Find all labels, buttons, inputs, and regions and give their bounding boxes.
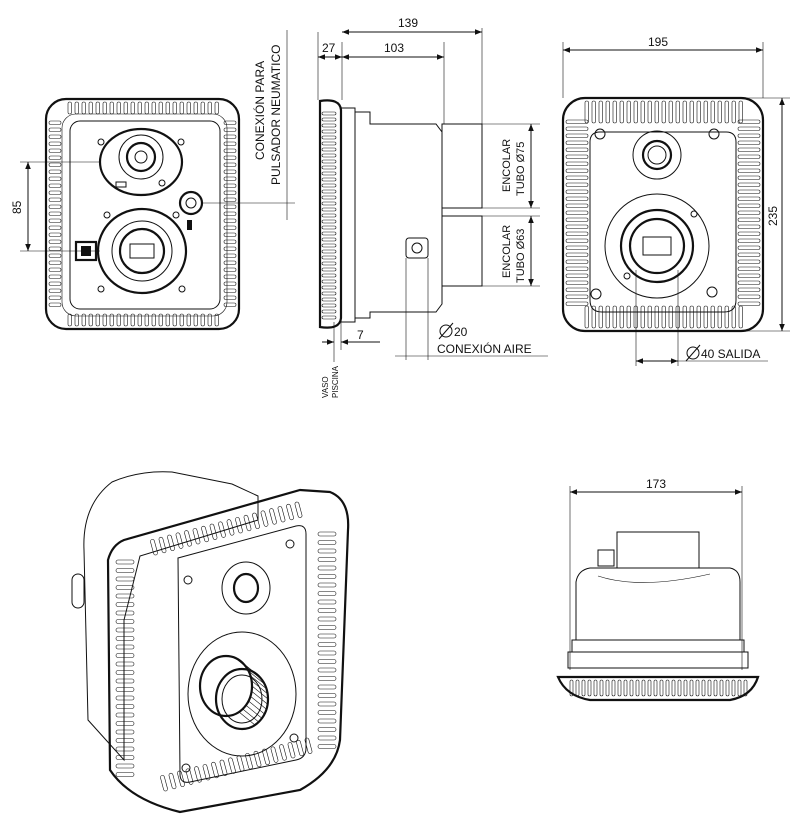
back-outlet	[619, 208, 695, 284]
lower-jet-slot	[129, 243, 155, 259]
dim-side-wall: 7	[357, 328, 364, 342]
air-diameter-symbol	[439, 324, 453, 338]
dim-bottom-width: 173	[646, 477, 666, 491]
air-connector	[178, 190, 204, 216]
back-plate	[589, 131, 737, 313]
iso-air-nozzle	[71, 573, 85, 609]
lower-jet-ring	[111, 220, 173, 282]
back-view: 195 235 40 SALIDA	[561, 35, 790, 366]
front-body-outline	[69, 120, 221, 310]
upper-jet-nozzle	[125, 141, 157, 173]
side-pipe-63	[441, 215, 483, 287]
bottom-air-stub	[597, 549, 615, 567]
glue75-line1: ENCOLAR	[501, 139, 513, 192]
front-flange-outer	[44, 97, 241, 331]
pool-label-line1: VASO	[321, 376, 330, 398]
upper-jet-housing	[98, 127, 184, 197]
iso-flange	[106, 488, 350, 814]
pool-label-line2: PISCINA	[331, 365, 340, 398]
glue75-line2: TUBO Ø75	[515, 142, 527, 196]
lower-jet-housing	[96, 207, 188, 295]
upper-jet-ring	[118, 134, 164, 180]
dim-side-flange: 27	[322, 41, 336, 55]
outlet-label: 40 SALIDA	[701, 347, 760, 361]
side-pipe-75	[441, 123, 483, 209]
front-screws	[97, 138, 186, 293]
side-fins	[321, 111, 337, 320]
upper-jet-tab	[115, 181, 127, 188]
lower-jet-nozzle	[118, 227, 166, 275]
back-upper-port	[632, 130, 682, 180]
isometric-view	[71, 471, 350, 814]
back-flange-outer	[561, 96, 765, 333]
iso-face-plate	[177, 525, 307, 783]
dim-front-height: 85	[10, 200, 24, 214]
dim-back-width: 195	[648, 35, 668, 49]
iso-lower-boss	[187, 631, 297, 757]
glue63-line1: ENCOLAR	[501, 225, 513, 278]
side-air-nozzle	[405, 237, 429, 259]
bottom-view: 173	[556, 477, 760, 702]
dim-side-total: 139	[398, 16, 418, 30]
air-diameter-value: 20	[454, 325, 468, 339]
side-view: 139 27 103 ENCOLAR TUBO Ø75 ENCOLAR TUBO…	[317, 16, 548, 398]
air-connector-arrow	[187, 220, 192, 230]
pneumatic-label-line1: CONEXIÓN PARA	[252, 61, 267, 160]
bottom-top-pipe	[616, 531, 700, 569]
bottom-fins	[569, 679, 748, 697]
pneumatic-label-line2: PULSADOR NEUMATICO	[269, 45, 283, 185]
bottom-body	[575, 567, 741, 641]
bottom-flange	[556, 675, 760, 702]
front-grille	[48, 101, 237, 327]
iso-upper-port	[221, 561, 271, 615]
back-screws	[590, 128, 720, 300]
dim-back-height: 235	[766, 206, 780, 226]
iso-outlet-front	[214, 667, 270, 731]
dim-side-body: 103	[384, 41, 404, 55]
air-connector-bore	[185, 197, 197, 209]
glue63-line2: TUBO Ø63	[515, 229, 527, 283]
front-inner-frame	[61, 113, 228, 317]
front-view: 85 CONEXIÓN PARA PULSADOR NEUMATICO	[10, 30, 295, 331]
side-collar	[340, 107, 356, 323]
outlet-diameter-symbol	[686, 346, 700, 360]
air-connection-label: CONEXIÓN AIRE	[437, 341, 532, 356]
bottom-collar	[571, 639, 745, 653]
iso-body-top	[83, 471, 259, 762]
back-grille	[565, 100, 761, 329]
side-body	[355, 111, 443, 319]
upper-jet-center	[134, 150, 148, 164]
back-lower-boss	[604, 193, 710, 299]
